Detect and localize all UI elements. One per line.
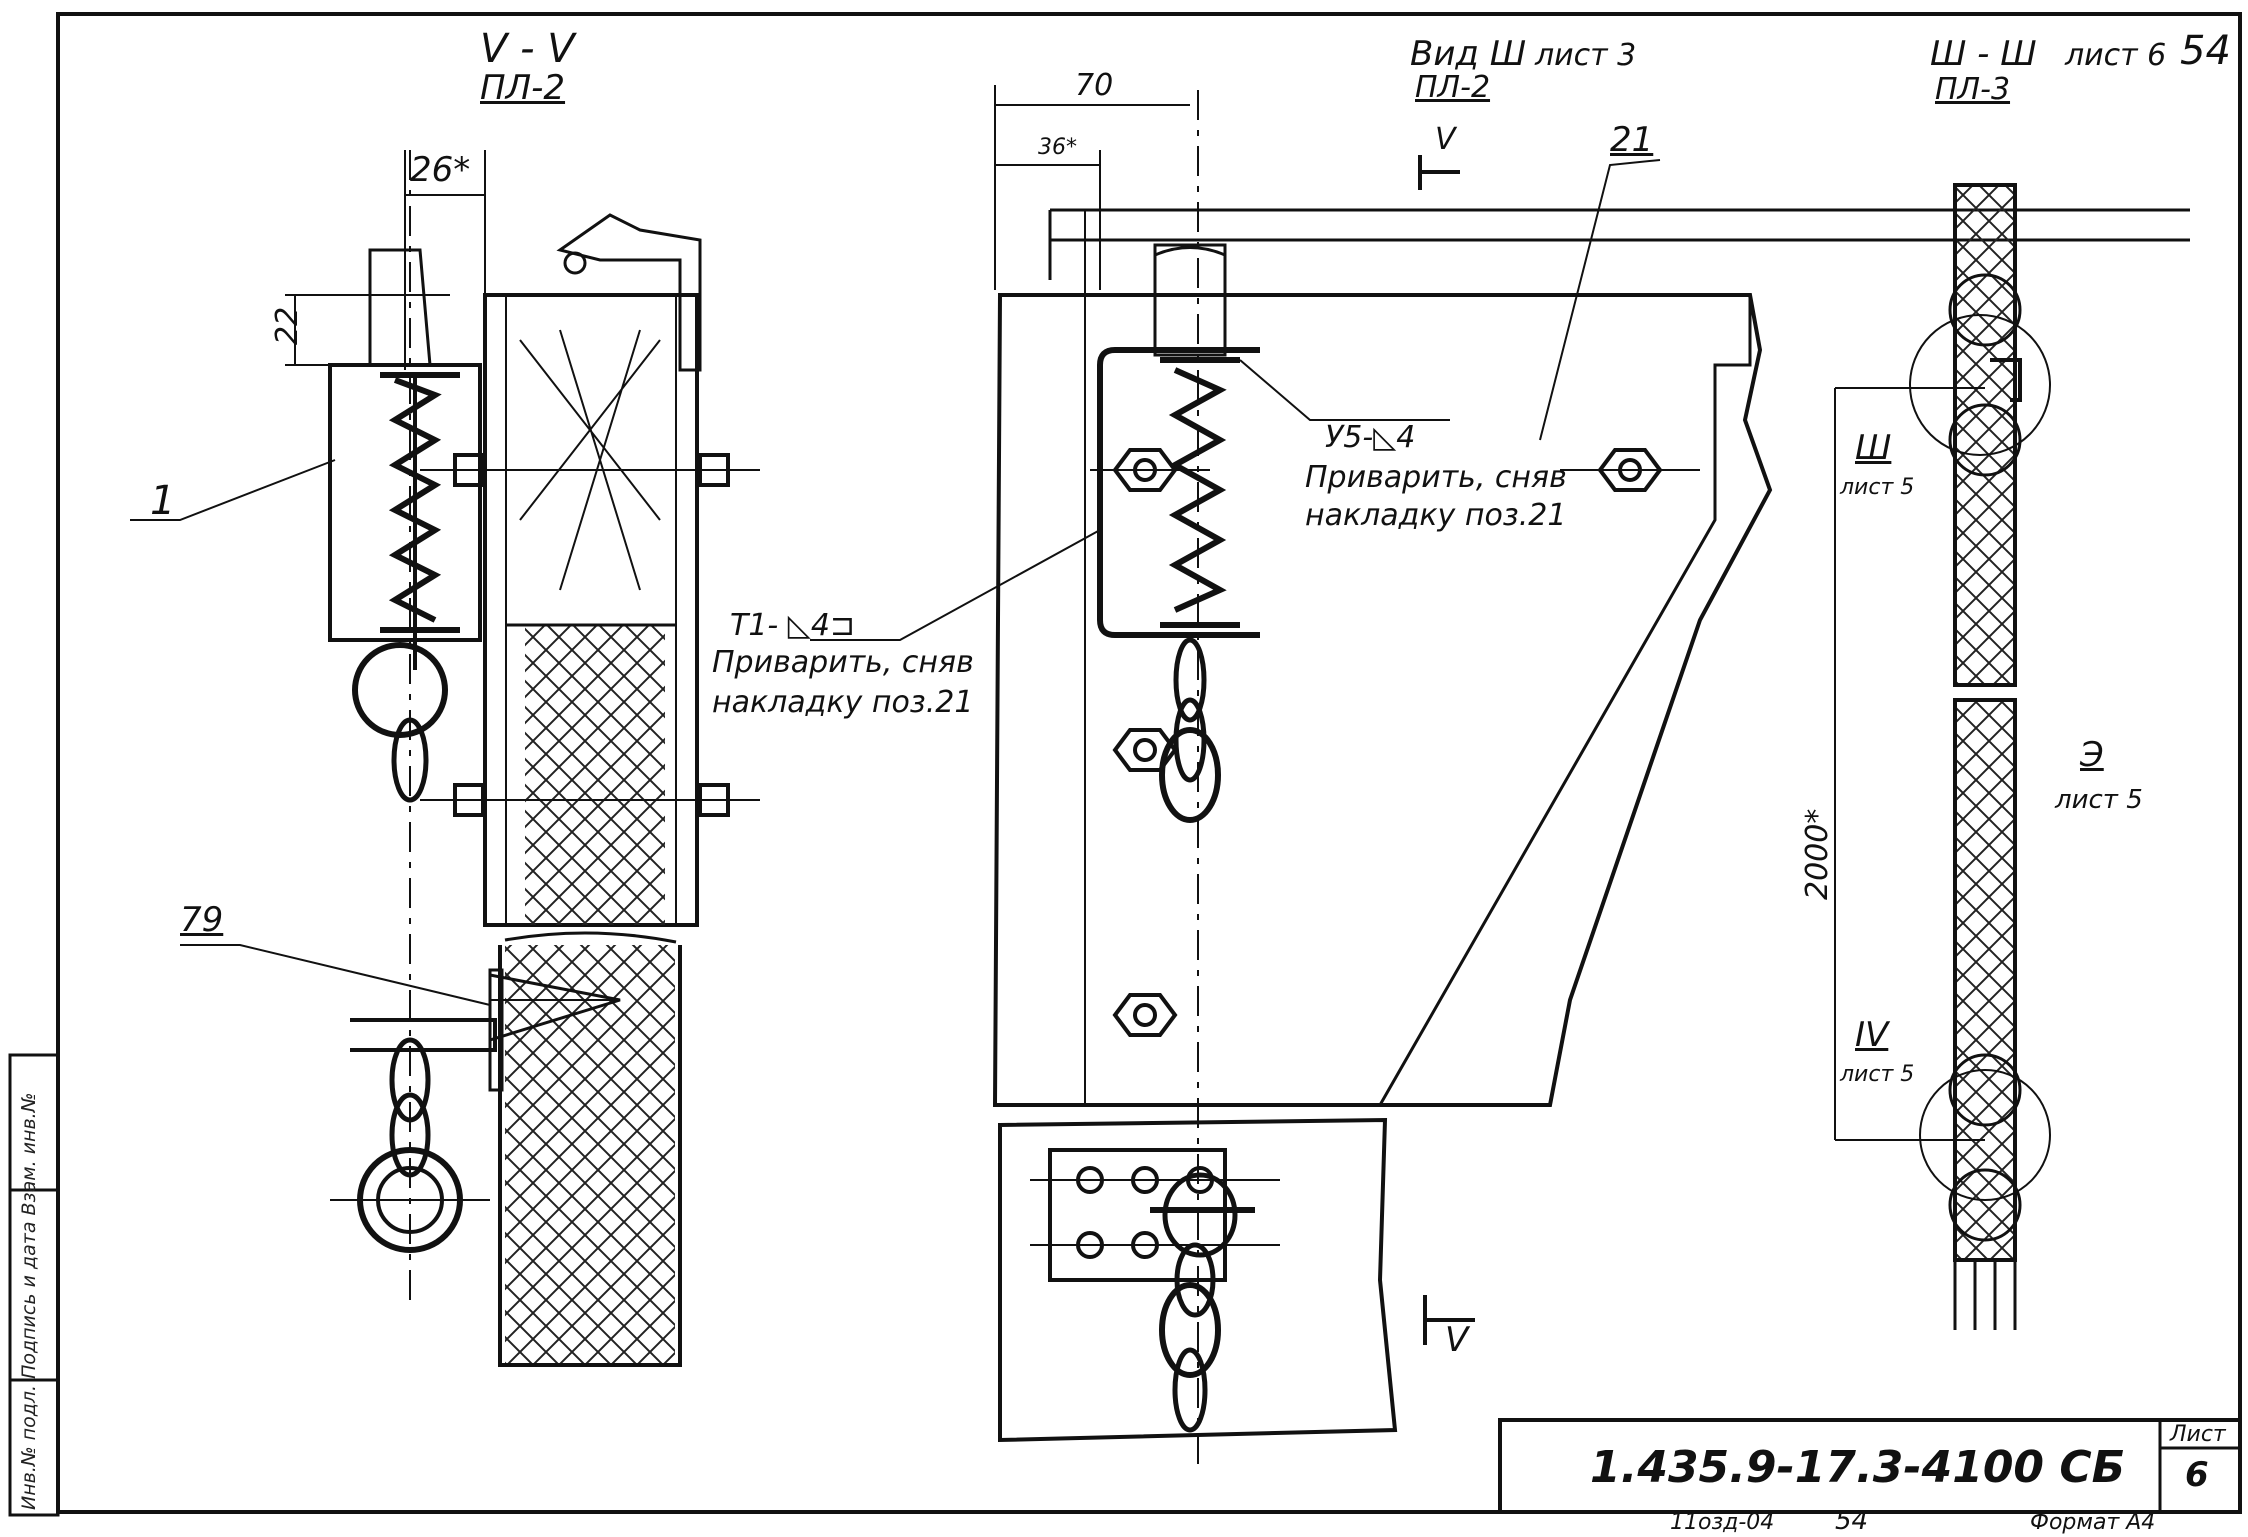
cut-mark-top: V [1435, 122, 1456, 157]
node-4-ref-bottom: лист 5 [1840, 1062, 1915, 1087]
dim-70: 70 [1075, 68, 1114, 103]
dim-36: 36* [1038, 135, 1077, 160]
weld-note-1-line2: накладку поз.21 [712, 685, 974, 720]
view1-title-top: V - V [480, 26, 575, 72]
footer-format: Формат А4 [2030, 1510, 2156, 1535]
side-approval-stamp: Инв.№ подл. Подпись и дата Взам. инв.№ [18, 1092, 40, 1510]
dim-22: 22 [270, 306, 305, 345]
sheet-frame [8, 12, 2242, 1517]
cut-mark-bottom: V [1445, 1320, 1469, 1360]
node-e-ref-top: Э [2080, 735, 2104, 775]
view2-title-bottom: ПЛ-2 [1415, 70, 1491, 105]
footer-page: 54 [1835, 1506, 1869, 1536]
footer-inventory: 11озд-04 [1670, 1510, 1775, 1535]
view-sh [810, 85, 2190, 1470]
pos-79-label: 79 [180, 900, 224, 940]
weld-note-1-line1: Приварить, сняв [712, 645, 974, 680]
dim-26: 26* [410, 150, 471, 190]
drawing-code: 1.435.9-17.3-4100 СБ [1590, 1442, 2126, 1493]
node-3-ref-bottom: лист 5 [1840, 475, 1915, 500]
view3-title-bottom: ПЛ-3 [1935, 72, 2011, 107]
dim-2000: 2000* [1800, 808, 1835, 900]
view3-sheet-ref: лист 6 [2065, 38, 2167, 73]
view2-title-top: Вид Ш [1410, 34, 1527, 74]
weld-note-2-line2: накладку поз.21 [1305, 498, 1567, 533]
node-3-ref-top: Ш [1855, 428, 1892, 468]
sheet-number: 6 [2185, 1455, 2209, 1495]
sheet-label: Лист [2170, 1422, 2226, 1447]
section-view-v [130, 150, 760, 1367]
weld-symbol-t1: Т1- ◺4⊐ [730, 608, 856, 643]
view3-title-top: Ш - Ш [1930, 34, 2037, 74]
view2-sheet-ref: лист 3 [1535, 38, 1637, 73]
node-e-ref-bottom: лист 5 [2055, 785, 2143, 815]
weld-note-2-line1: Приварить, сняв [1305, 460, 1567, 495]
view1-title-bottom: ПЛ-2 [480, 68, 566, 108]
page-corner-number: 54 [2180, 28, 2231, 74]
section-view-sh-sh [1834, 183, 2051, 1330]
pos-21-label: 21 [1610, 120, 1654, 160]
pos-1-label: 1 [150, 478, 176, 524]
weld-symbol-u5: У5-◺4 [1325, 420, 1416, 455]
node-4-ref-top: IV [1855, 1015, 1889, 1055]
